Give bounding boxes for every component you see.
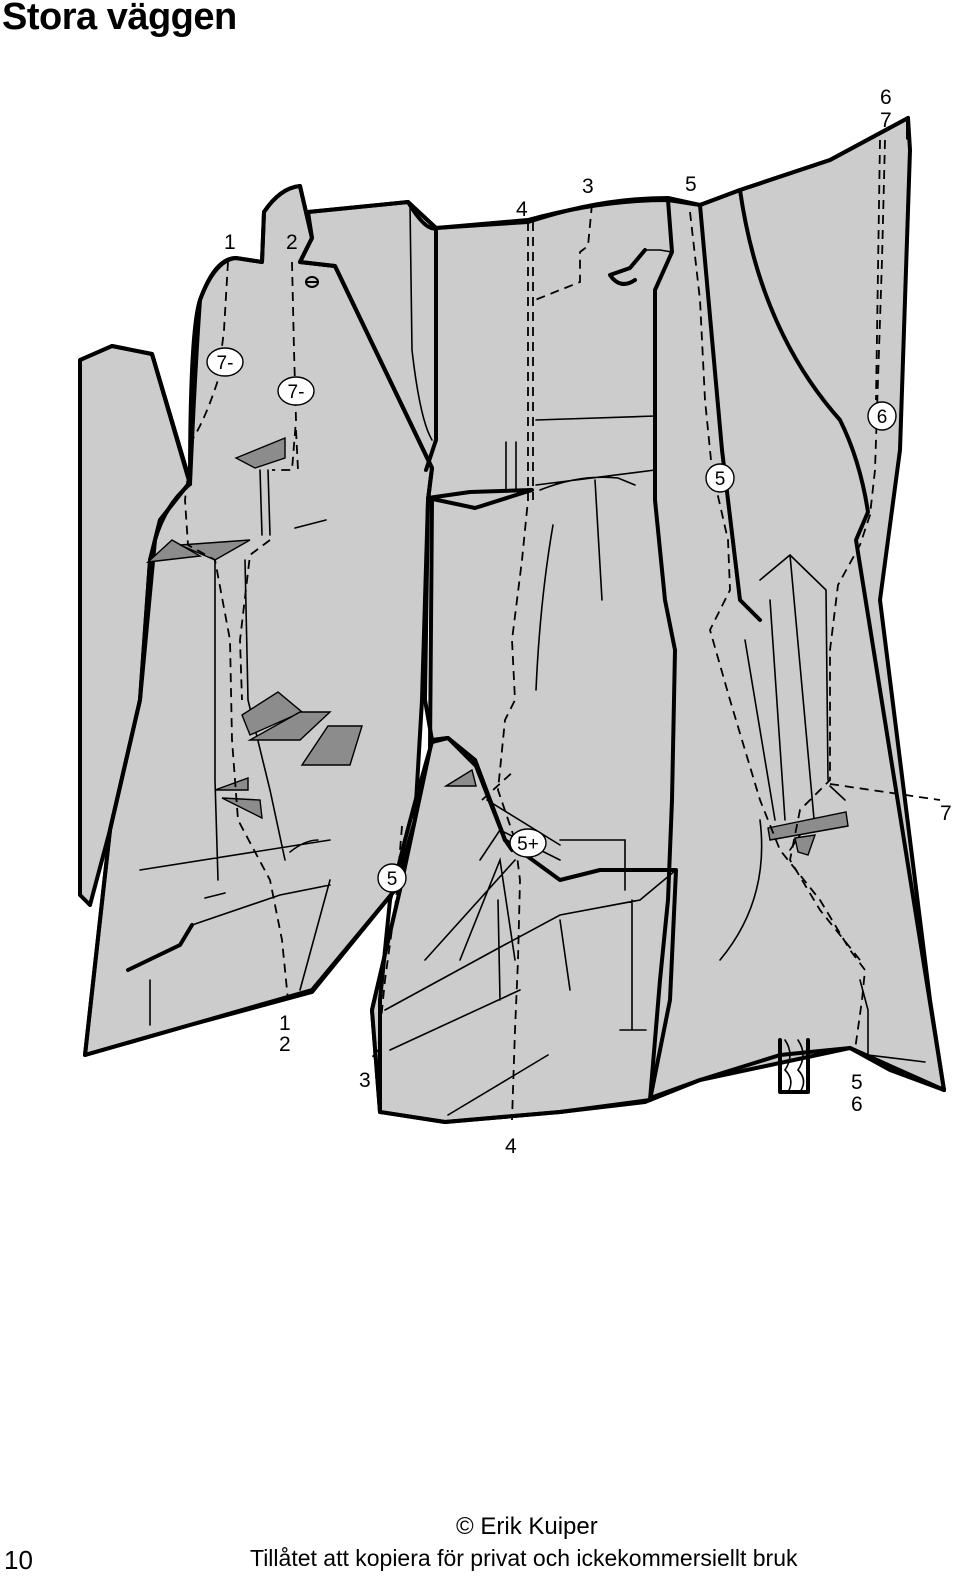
page-title: Stora väggen (2, 0, 237, 38)
grade-badge-7minus-a: 7- (206, 347, 244, 377)
route-label-top-2: 2 (286, 231, 298, 254)
crack-lines (139, 204, 926, 1116)
route-3 (534, 203, 593, 301)
route-label-top-3: 3 (582, 175, 594, 198)
edge-right-dihedral (698, 203, 762, 622)
route-6-left (875, 139, 881, 401)
svg-text:5+: 5+ (517, 834, 539, 855)
route-5plus (481, 769, 516, 801)
route-label-top-4: 4 (516, 198, 528, 221)
svg-text:6: 6 (877, 407, 888, 428)
ledge-pinnacle (443, 768, 477, 787)
edge-lower-pinnacle (378, 740, 946, 1124)
license-text: Tillåtet att kopiera för privat och icke… (250, 1545, 798, 1571)
route-label-top-1: 1 (224, 231, 236, 254)
ledge-left-roof-b (179, 539, 251, 561)
route-6 (789, 139, 886, 961)
copyright-icon: © (456, 1513, 474, 1540)
edge-left-arete (83, 482, 397, 1057)
route-5 (689, 211, 866, 1051)
route-2-bolt-dash (295, 429, 299, 471)
ledge-lower-b (221, 797, 263, 820)
edge-box-lower (778, 1038, 810, 1094)
route-label-bottom-2: 2 (279, 1033, 291, 1056)
bolt-icon (305, 276, 319, 288)
svg-text:5: 5 (715, 469, 726, 490)
route-label-right-7: 7 (940, 802, 952, 825)
edge-left-lower-ledge (126, 923, 194, 972)
ledge-mid-c (300, 725, 363, 766)
route-label-top-6: 6 (880, 86, 892, 109)
wavy-crack (783, 1039, 805, 1093)
route-label-bottom-3: 3 (359, 1069, 371, 1092)
route-label-bottom-1: 1 (279, 1012, 291, 1035)
ledge-lower-a (214, 777, 249, 791)
route-label-bottom-4: 4 (505, 1135, 517, 1158)
copyright-author: Erik Kuiper (480, 1513, 598, 1540)
svg-text:5: 5 (387, 869, 398, 890)
svg-text:7-: 7- (288, 382, 305, 403)
route-label-top-7: 7 (880, 109, 892, 132)
right-curve-crack (719, 819, 763, 961)
edge-central-crack (648, 198, 677, 1102)
edge-dihedral-left (406, 200, 438, 472)
ledge-upper-left (234, 436, 286, 469)
grade-badge-5-upper: 5 (705, 463, 735, 493)
edge-pinnacle-peak (430, 736, 514, 852)
route-label-bottom-5: 5 (851, 1071, 863, 1094)
route-1 (184, 261, 289, 1001)
grade-badge-6: 6 (867, 401, 897, 431)
route-2-lower (239, 539, 271, 701)
ledge-mid-b (247, 711, 332, 741)
svg-text:7-: 7- (217, 353, 234, 374)
edge-left-skyline (110, 344, 192, 486)
edge-roof-ledge (426, 488, 534, 510)
edge-center-skyline (306, 116, 910, 230)
route-7-traverse (829, 783, 941, 801)
route-label-bottom-6: 6 (851, 1093, 863, 1116)
ledge-right-block (767, 811, 849, 841)
route-4 (497, 222, 529, 1121)
edge-right-arc (738, 188, 946, 1092)
grade-badge-5plus: 5+ (509, 828, 547, 858)
grade-badge-7minus-b: 7- (277, 376, 315, 406)
ledge-right-small (794, 834, 817, 856)
grade-badge-5-lower: 5 (377, 863, 407, 893)
edge-buttress-top (188, 184, 434, 486)
edge-flake-top (608, 248, 647, 286)
route-label-top-5: 5 (685, 173, 697, 196)
page-number: 10 (4, 1545, 33, 1575)
copyright-line: © Erik Kuiper (456, 1513, 598, 1541)
route-2 (272, 261, 297, 471)
